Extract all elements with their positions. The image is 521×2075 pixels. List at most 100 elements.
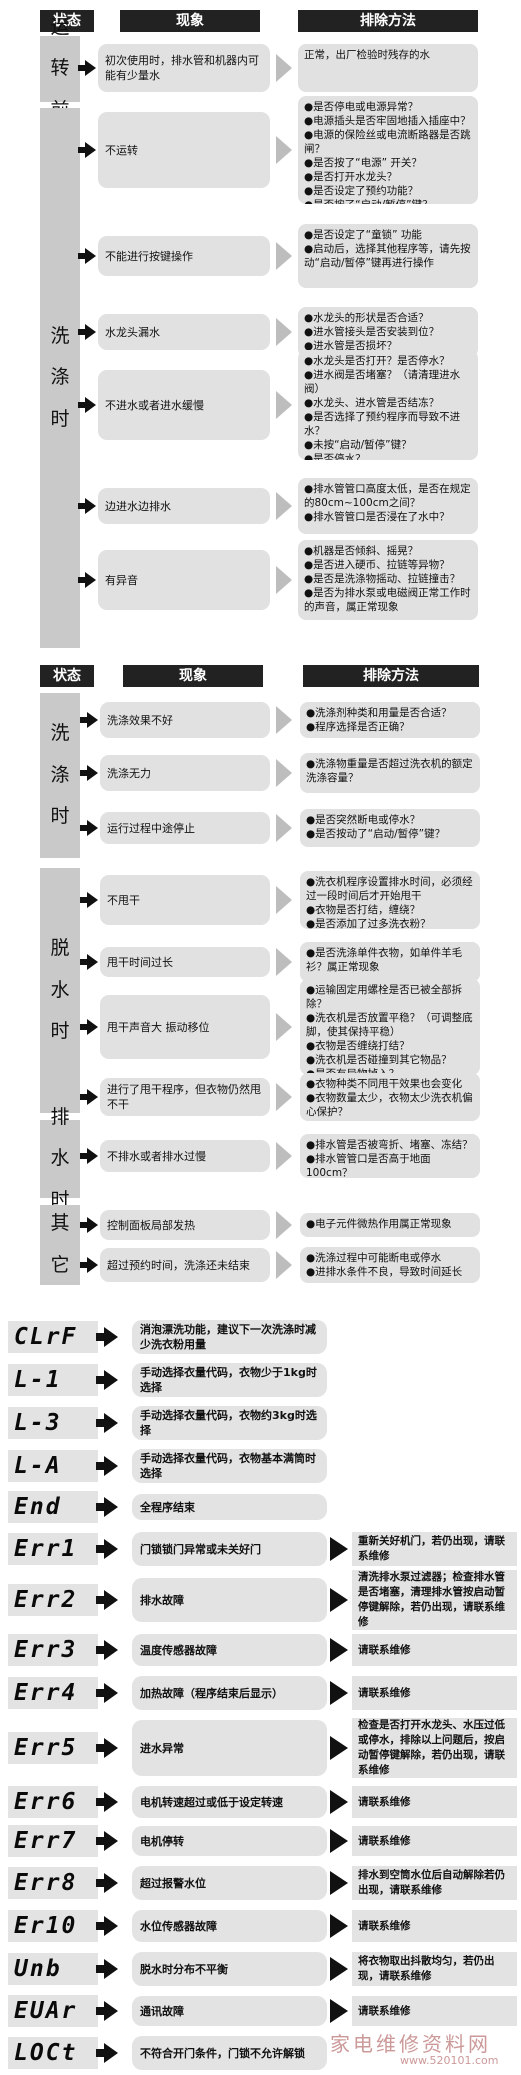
t1-solution-line: ●是否选择了预约程序而导致不进水？ [304,411,461,437]
error-code-meaning: 消泡漂洗功能，建议下一次洗涤时减少洗衣粉用量 [132,1320,327,1354]
error-code-arrow [96,1683,118,1703]
error-code-meaning: 门锁锁门异常或未关好门 [132,1532,327,1566]
error-code-arrow [96,1640,118,1660]
header-state-1: 状态 [40,10,94,32]
error-code: Err1 [8,1533,98,1565]
t2-solution-line: ●洗涤过程中可能断电或停水 [306,1252,442,1264]
t2-state-char: 排 [50,1105,70,1128]
error-code: End [8,1491,98,1523]
error-code-meaning: 温度传感器故障 [132,1634,327,1666]
error-solution-arrow [330,1914,348,1938]
t1-solution-line: ●电源的保险丝或电流断路器是否跳闸？ [304,129,471,155]
error-code-arrow [96,1873,118,1893]
t2-solution-line: ●进排水条件不良，导致时间延长 [306,1266,463,1278]
header-phenomenon-2: 现象 [123,665,263,687]
t1-solution-line: ●进水阀是否堵塞？（请清理进水阀） [304,369,461,395]
error-code-solution: 请联系维修 [352,1634,517,1666]
t2-state-cell: 洗涤时 [40,693,80,858]
error-code: Err8 [8,1867,98,1899]
error-code: Er10 [8,1910,98,1942]
error-code-meaning: 超过报警水位 [132,1866,327,1900]
t2-phenomenon-box: 不甩干 [100,875,270,925]
t1-state-cell: 运转前 [40,16,80,121]
t2-solution-box: ●衣物种类不同甩干效果也会变化●衣物数量太少，衣物太少洗衣机偏心保护？ [300,1073,480,1121]
t2-state-char: 时 [50,805,70,828]
t2-solution-line: ●是否有异物掉入？ [306,1068,400,1075]
t1-phenomenon-box: 边进水边排水 [98,488,270,524]
t2-pointer [276,1013,292,1041]
t2-arrow [80,1217,98,1233]
t2-pointer [276,706,292,734]
t1-solution-box: ●机器是否倾斜、摇晃？●是否进入硬币、拉链等异物？●是否是洗涤物摇动、拉链撞击？… [298,540,478,620]
error-code: Err7 [8,1825,98,1857]
t1-state-cell: 洗涤时 [40,108,80,648]
error-code-meaning: 通讯故障 [132,1996,327,2026]
t1-arrow [78,142,96,158]
t1-solution-line: ●是否为排水泵或电磁阀正常工作时的声音，属正常现象 [304,587,471,613]
error-code-meaning: 水位传感器故障 [132,1910,327,1942]
t2-state-cell: 其它 [40,1205,80,1285]
t2-state-label: 洗涤时 [50,720,69,831]
error-code-meaning: 进水异常 [132,1720,327,1776]
t1-state-char: 时 [50,407,70,430]
watermark-text: 家电维修资料网 [330,2032,491,2056]
error-code-solution: 请联系维修 [352,1996,517,2026]
error-code-arrow [96,1738,118,1758]
t2-state-char: 它 [50,1254,70,1276]
t2-pointer [276,948,292,976]
error-code-arrow [96,1590,118,1610]
error-code-meaning: 手动选择衣量代码，衣物基本满筒时选择 [132,1449,327,1483]
t1-solution-line: ●是否按了“电源” 开关？ [304,157,422,169]
t1-phenomenon-box: 初次使用时，排水管和机器内可能有少量水 [98,44,270,92]
t2-pointer [276,759,292,787]
t2-solution-line: ●洗衣机是否碰撞到其它物品？ [306,1054,452,1066]
t1-arrow [78,248,96,264]
t2-arrow [80,1148,98,1164]
t1-pointer [276,391,292,419]
t2-arrow [80,1019,98,1035]
t2-pointer [276,1083,292,1111]
t1-phenomenon-box: 不进水或者进水缓慢 [98,370,270,440]
error-code: LOCt [8,2037,98,2069]
t2-solution-box: ●洗衣机程序设置排水时间，必须经过一段时间后才开始甩干●衣物是否打结，缠绕？●是… [300,871,480,929]
error-solution-arrow [330,1999,348,2023]
error-code-arrow [96,1456,118,1476]
t2-solution-line: ●洗衣机程序设置排水时间，必须经过一段时间后才开始甩干 [306,876,473,902]
t2-solution-box: ●洗涤物重量是否超过洗衣机的额定洗涤容量？ [300,753,480,793]
t1-solution-box: ●水龙头是否打开？是否停水？●进水阀是否堵塞？（请清理进水阀）●水龙头、进水管是… [298,350,478,460]
t2-solution-box: ●运输固定用螺栓是否已被全部拆除？●洗衣机是否放置平稳？（可调整底脚，使其保持平… [300,979,480,1075]
t2-arrow [80,1089,98,1105]
t2-state-label: 其它 [50,1210,69,1279]
t2-solution-line: ●程序选择是否正确？ [306,721,410,733]
t1-arrow [78,498,96,514]
error-code-solution: 排水到空筒水位后自动解除若仍出现，请联系维修 [352,1866,517,1900]
error-code: CLrF [8,1321,98,1353]
error-code: Err5 [8,1732,98,1764]
t2-phenomenon-box: 进行了甩干程序，但衣物仍然甩不干 [100,1078,270,1116]
t1-solution-line: ●电源插头是否牢固地插入插座中？ [304,115,471,127]
t2-solution-line: ●衣物是否缠绕打结？ [306,1040,410,1052]
t1-solution-line: ●是否设定了预约功能？ [304,185,419,197]
t1-pointer [276,242,292,270]
t1-solution-box: ●是否停电或电源异常？●电源插头是否牢固地插入插座中？●电源的保险丝或电流断路器… [298,96,478,204]
t1-solution-line: ●进水管是否损坏？ [304,340,398,352]
error-code-arrow [96,1792,118,1812]
t2-solution-box: ●是否突然断电或停水？●是否按动了“启动/暂停”键？ [300,809,480,847]
t2-state-cell: 排水时 [40,1106,80,1211]
t2-phenomenon-box: 超过预约时间，洗涤还未结束 [100,1248,270,1282]
t2-state-char: 水 [50,978,70,1001]
t1-solution-line: ●是否设定了“童锁” 功能 [304,229,422,241]
t1-solution-line: ●启动后，选择其他程序等，请先按动“启动/暂停”键再进行操作 [304,243,471,269]
t1-solution-line: ●是否是洗涤物摇动、拉链撞击？ [304,573,461,585]
t2-pointer [276,1142,292,1170]
error-code-arrow [96,1539,118,1559]
error-code: L-1 [8,1364,98,1396]
t2-phenomenon-box: 控制面板局部发热 [100,1210,270,1240]
t2-solution-line: ●洗涤剂种类和用量是否合适？ [306,707,452,719]
error-code: Err3 [8,1634,98,1666]
t2-state-char: 其 [50,1212,70,1235]
error-code: EUAr [8,1995,98,2027]
t1-pointer [276,318,292,346]
error-code-solution: 请联系维修 [352,1910,517,1942]
t2-phenomenon-box: 洗涤效果不好 [100,702,270,738]
